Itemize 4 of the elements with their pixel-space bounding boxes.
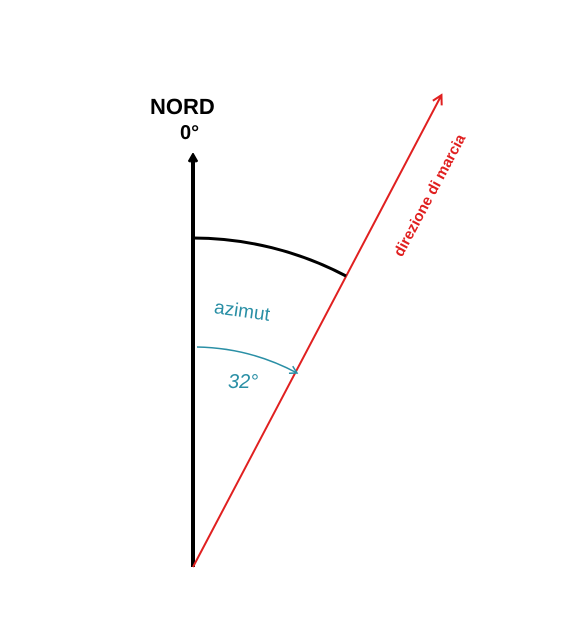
angle-label: 0° <box>180 123 200 143</box>
angle-name-label: azimut <box>212 298 272 325</box>
direction-label: NORD <box>150 96 215 118</box>
angle-value-label: 32° <box>228 372 258 392</box>
